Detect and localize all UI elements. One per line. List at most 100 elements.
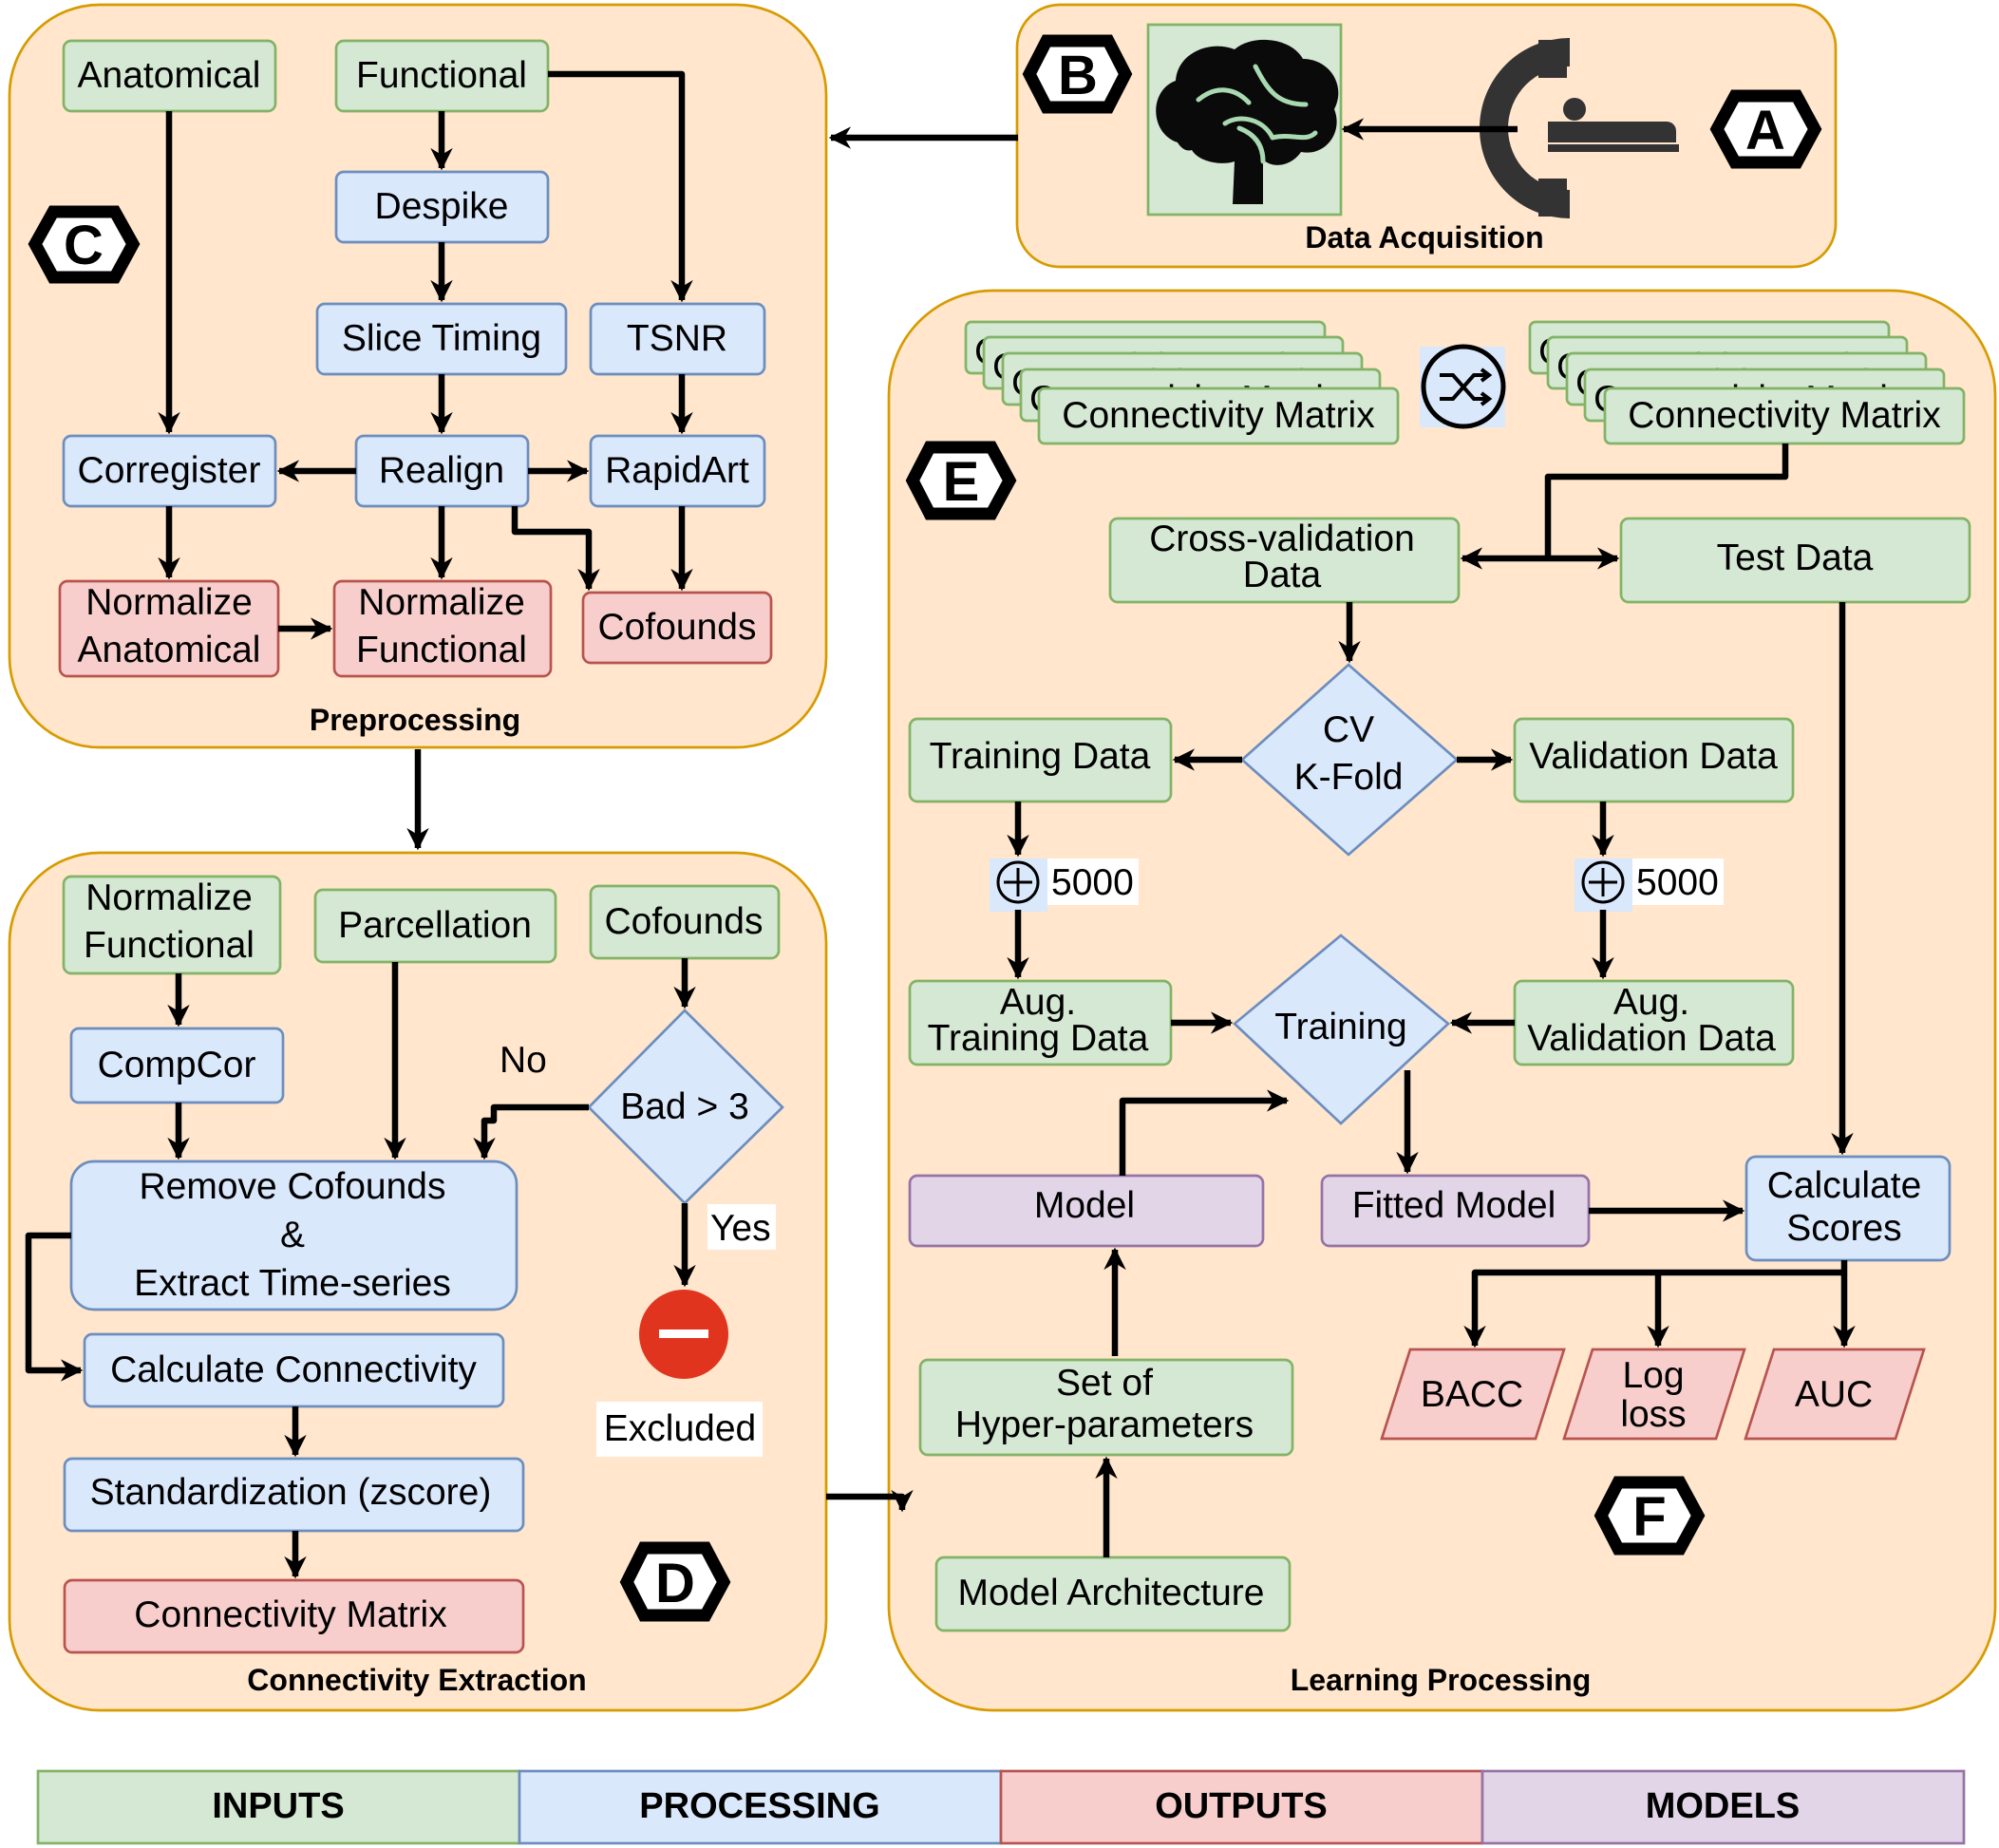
svg-text:Despike: Despike [375,186,509,227]
svg-text:CompCor: CompCor [98,1045,256,1085]
svg-text:Validation Data: Validation Data [1529,736,1778,777]
svg-text:Validation Data: Validation Data [1527,1018,1776,1059]
svg-text:Anatomical: Anatomical [78,630,261,670]
svg-text:Extract Time-series: Extract Time-series [134,1263,451,1304]
svg-text:Cross-validation: Cross-validation [1149,519,1415,559]
svg-text:Cofounds: Cofounds [598,607,757,648]
svg-text:5000: 5000 [1636,862,1719,903]
plus-circle-icon [1581,860,1625,904]
legend: INPUTS PROCESSING OUTPUTS MODELS [36,1769,1966,1845]
svg-text:CV: CV [1323,709,1374,750]
svg-text:Model Architecture: Model Architecture [958,1573,1265,1613]
svg-text:Data: Data [1243,555,1322,595]
node-corregister: Corregister [62,434,277,508]
svg-text:&: & [280,1215,305,1255]
connectivity-matrix-stack-right: Connectivity Matrix Connectivity Matrix … [1528,320,1966,445]
node-despike: Despike [334,170,550,244]
output-bacc: BACC [1380,1348,1566,1441]
svg-text:F: F [1632,1486,1666,1548]
node-parcellation: Parcellation [313,888,557,964]
svg-text:Calculate Connectivity: Calculate Connectivity [110,1349,477,1390]
node-remove-cofounds: Remove Cofounds & Extract Time-series [69,1160,519,1311]
svg-text:C: C [64,215,104,276]
svg-text:Functional: Functional [84,925,255,966]
svg-text:INPUTS: INPUTS [212,1786,344,1826]
node-hyper-parameters: Set of Hyper-parameters [918,1358,1294,1457]
brain-icon [1156,39,1339,204]
log-loss-line-1: Log [1622,1355,1684,1396]
node-cv-kfold: CV K-Fold [1239,663,1460,857]
svg-text:Training Data: Training Data [930,736,1151,777]
node-fitted-model: Fitted Model [1320,1174,1591,1248]
svg-text:Bad > 3: Bad > 3 [620,1086,749,1127]
svg-text:5000: 5000 [1051,862,1134,903]
node-anatomical: Anatomical [62,39,277,113]
node-cofounds-input: Cofounds [589,884,781,960]
svg-text:Remove Cofounds: Remove Cofounds [139,1166,445,1207]
svg-text:Functional: Functional [356,55,527,96]
node-compcor: CompCor [69,1027,285,1104]
augment-left: 5000 [990,858,1139,912]
legend-processing [518,1769,1003,1845]
node-normalize-anatomical: Normalize Anatomical [58,579,280,678]
node-cross-validation-data: Cross-validation Data [1108,517,1461,604]
svg-text:Hyper-parameters: Hyper-parameters [955,1405,1254,1445]
badge-c: C [28,205,141,284]
svg-text:Standardization (zscore): Standardization (zscore) [90,1472,492,1513]
excluded-minus-icon [639,1290,728,1379]
svg-text:Calculate: Calculate [1767,1165,1922,1206]
svg-text:A: A [1745,100,1785,161]
svg-text:Fitted Model: Fitted Model [1352,1185,1556,1226]
node-standardization: Standardization (zscore) [63,1457,525,1533]
svg-text:Connectivity Matrix: Connectivity Matrix [1628,395,1941,436]
svg-text:Scores: Scores [1786,1208,1901,1249]
group-preprocessing [8,3,828,749]
svg-text:Corregister: Corregister [78,450,261,491]
node-aug-validation-data: Aug. Validation Data [1513,979,1795,1066]
node-validation-data: Validation Data [1513,717,1795,803]
mri-scanner-icon [1480,38,1679,218]
node-model: Model [908,1174,1265,1248]
svg-text:Functional: Functional [356,630,527,670]
svg-text:Training: Training [1274,1007,1406,1047]
node-connectivity-matrix-output: Connectivity Matrix [63,1578,525,1654]
svg-text:Normalize: Normalize [85,877,253,918]
svg-text:Parcellation: Parcellation [338,905,532,946]
augment-right: 5000 [1575,858,1724,912]
badge-b: B [1022,34,1133,114]
node-test-data: Test Data [1619,517,1971,604]
svg-text:Slice Timing: Slice Timing [342,318,541,359]
svg-text:PROCESSING: PROCESSING [639,1786,879,1826]
svg-text:BACC: BACC [1421,1374,1523,1415]
svg-text:AUC: AUC [1795,1374,1873,1415]
group-title-connectivity-extraction: Connectivity Extraction [247,1663,586,1697]
svg-text:Aug.: Aug. [1613,982,1689,1023]
svg-text:RapidArt: RapidArt [605,450,749,491]
svg-text:Anatomical: Anatomical [78,55,261,96]
svg-text:B: B [1058,45,1098,106]
node-functional: Functional [334,39,550,113]
node-cofounds-output: Cofounds [581,591,773,665]
node-normalize-functional: Normalize Functional [332,579,553,678]
svg-text:TSNR: TSNR [627,318,727,359]
group-title-preprocessing: Preprocessing [310,703,520,737]
svg-text:Training Data: Training Data [928,1018,1149,1059]
legend-outputs [999,1769,1484,1845]
group-title-data-acquisition: Data Acquisition [1305,220,1543,255]
svg-text:Normalize: Normalize [358,582,525,623]
node-training-data: Training Data [908,717,1173,803]
label-yes: Yes [710,1208,771,1249]
svg-text:D: D [655,1553,695,1614]
legend-models [1480,1769,1966,1845]
badge-a: A [1709,89,1822,169]
label-excluded: Excluded [604,1408,756,1449]
badge-e: E [905,441,1017,520]
node-realign: Realign [354,434,530,508]
svg-text:K-Fold: K-Fold [1294,757,1404,798]
svg-text:E: E [943,451,980,513]
log-loss-line-2: loss [1620,1394,1686,1435]
svg-text:Model: Model [1034,1185,1135,1226]
svg-text:Set of: Set of [1056,1363,1153,1404]
svg-text:Aug.: Aug. [1000,982,1076,1023]
